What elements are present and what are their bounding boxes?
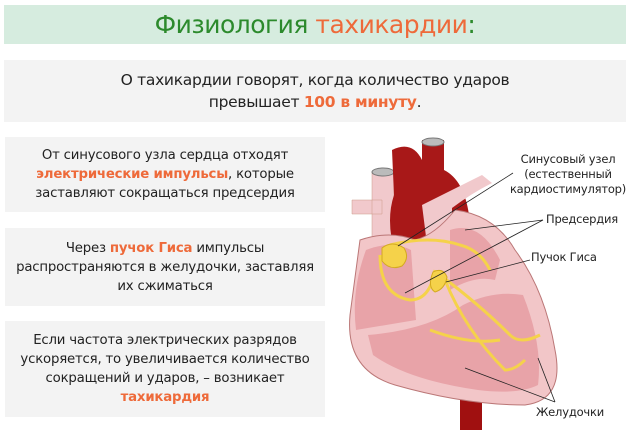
title-colon: : xyxy=(467,10,476,39)
label-his-bundle: Пучок Гиса xyxy=(531,250,597,264)
intro-post: . xyxy=(416,93,422,111)
aorta-opening xyxy=(421,137,445,147)
vena-cava-opening xyxy=(371,167,395,177)
box-highlight: тахикардия xyxy=(120,390,210,405)
conduction-system xyxy=(378,238,541,372)
pointer-lines xyxy=(397,172,556,403)
box-text: Через xyxy=(65,240,110,256)
his-bundle xyxy=(429,269,448,293)
sinus-node xyxy=(381,243,408,269)
box-text: импульсы распространяются в желудочки, з… xyxy=(16,240,314,294)
title-highlight: тахикардии xyxy=(315,10,468,39)
label-atria: Предсердия xyxy=(546,212,619,226)
box-text: От синусового узла сердца отходят xyxy=(41,148,289,163)
box-text: Если частота электрических разрядов уско… xyxy=(20,333,310,386)
box-highlight: электрические импульсы xyxy=(36,167,229,182)
heart-diagram xyxy=(349,137,558,430)
box-text: , которые заставляют сокращаться предсер… xyxy=(35,167,295,201)
label-sinus-node: Синусовый узел (естественный кардиостиму… xyxy=(508,152,628,197)
sinus-note-2: кардиостимулятор) xyxy=(509,182,627,196)
box-highlight: пучок Гиса xyxy=(109,240,193,256)
intro-box: О тахикардии говорят, когда количество у… xyxy=(4,60,626,122)
label-ventricles: Желудочки xyxy=(536,405,605,419)
info-box-his-bundle: Через пучок Гиса импульсы распространяют… xyxy=(5,228,325,306)
intro-line2: превышает 100 в минуту. xyxy=(4,91,626,113)
sinus-note-1: (естественный xyxy=(524,167,612,181)
intro-highlight: 100 в минуту xyxy=(303,93,417,111)
sinus-node-label: Синусовый узел xyxy=(520,152,616,166)
intro-pre: превышает xyxy=(208,93,304,111)
left-atrium xyxy=(450,228,500,290)
page-title: Физиология тахикардии: xyxy=(4,5,626,44)
ventricle xyxy=(368,293,539,392)
intro-line1: О тахикардии говорят, когда количество у… xyxy=(120,71,510,89)
info-box-impulses: От синусового узла сердца отходят электр… xyxy=(5,137,325,212)
title-part1: Физиология xyxy=(154,10,316,39)
aorta-lower xyxy=(460,395,482,430)
info-box-tachycardia: Если частота электрических разрядов уско… xyxy=(5,321,325,417)
